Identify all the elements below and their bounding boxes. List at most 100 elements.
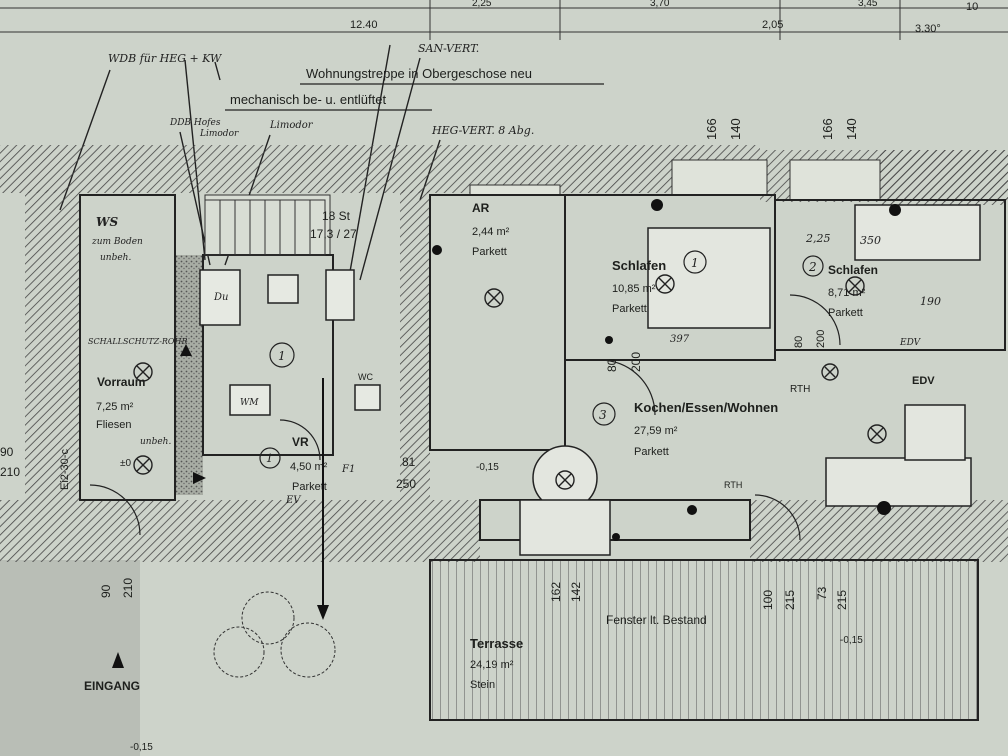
dim-73: 73 <box>815 586 829 600</box>
beds <box>647 204 981 329</box>
entrance-arrow <box>112 652 124 668</box>
level-2: ±0 <box>120 458 131 469</box>
dim-166b: 166 <box>820 118 835 140</box>
socket-dots <box>432 199 901 541</box>
bushes <box>213 591 336 678</box>
hand-edv-2: EDV <box>899 338 922 348</box>
hand-ws: WS <box>96 215 118 229</box>
hand-schallschutz: SCHALLSCHUTZ-ROHR <box>88 337 187 346</box>
room-kochen-floor: Parkett <box>634 446 669 458</box>
windows-top <box>469 159 881 201</box>
room-ar-area: 2,44 m² <box>472 226 510 238</box>
dim-top-10: 10 <box>966 1 978 13</box>
door-swings <box>89 294 841 541</box>
window-note: Fenster lt. Bestand <box>606 613 707 627</box>
level-3: -0,15 <box>840 635 863 646</box>
hand-edv: EDV <box>912 375 935 387</box>
shaft-arrow <box>317 605 329 620</box>
dim-81: 81 <box>402 455 416 469</box>
dim-162: 162 <box>549 582 563 602</box>
level-1: -0,15 <box>476 462 499 473</box>
hand-san-vert: SAN-VERT. <box>418 42 479 55</box>
room-ar-floor: Parkett <box>472 246 507 258</box>
hand-limodor-1: Limodor <box>199 129 239 139</box>
dim-top-345: 3,45 <box>858 0 878 9</box>
dim-250: 250 <box>396 477 416 491</box>
label-du: Du <box>213 292 228 303</box>
room-number-circles <box>259 250 824 469</box>
room-vorraum-name: Vorraum <box>97 375 145 389</box>
room-vr-area: 4,50 m² <box>290 461 328 473</box>
dim-ei: Ei2-30-c <box>59 449 71 490</box>
room-schlafen1-name: Schlafen <box>612 258 666 273</box>
num-schlafen1: 1 <box>691 256 699 270</box>
dim-80: 80 <box>605 358 619 372</box>
ventilation-note: mechanisch be- u. entlüftet <box>230 92 386 107</box>
stair-steps: 18 St <box>322 209 351 223</box>
dim-210-left: 210 <box>0 465 20 479</box>
dim-top-370: 3,70 <box>650 0 670 9</box>
entrance-label: EINGANG <box>84 679 140 693</box>
room-vorraum-area: 7,25 m² <box>96 401 134 413</box>
stair <box>204 199 326 256</box>
room-terrasse-name: Terrasse <box>470 636 523 651</box>
hand-limodor-2: Limodor <box>269 120 314 131</box>
dim-140b: 140 <box>844 118 859 140</box>
dim-142: 142 <box>569 582 583 602</box>
stair-dims: 17,3 / 27 <box>310 227 357 241</box>
hand-f1: F1 <box>341 464 355 475</box>
room-vorraum-floor: Fliesen <box>96 419 131 431</box>
dim-80b: 80 <box>793 336 805 348</box>
room-schlafen2-name: Schlafen <box>828 263 878 277</box>
hand-ev: EV <box>285 495 302 506</box>
room-terrasse-floor: Stein <box>470 679 495 691</box>
hand-wdb: WDB für HEG + KW <box>108 52 223 65</box>
bathroom-fixtures <box>199 269 381 416</box>
room-ar-name: AR <box>472 201 490 215</box>
room-schlafen2-area: 8,71 m² <box>828 287 866 299</box>
dim-215b: 215 <box>835 590 849 610</box>
room-schlafen1-area: 10,85 m² <box>612 283 656 295</box>
dim-top-205: 2,05 <box>762 19 783 31</box>
room-schlafen2-floor: Parkett <box>828 307 863 319</box>
dim-200: 200 <box>629 352 643 372</box>
hand-rth-2: RTH <box>724 480 742 490</box>
top-dimension-chain <box>0 0 1008 40</box>
dim-166a: 166 <box>704 118 719 140</box>
room-kochen-area: 27,59 m² <box>634 425 678 437</box>
dim-190: 190 <box>920 295 941 308</box>
room-terrasse-area: 24,19 m² <box>470 659 514 671</box>
room-vr-name: VR <box>292 435 309 449</box>
num-schlafen2: 2 <box>808 260 817 274</box>
light-fixtures <box>133 274 887 490</box>
vorraum-arrow <box>180 344 192 356</box>
living-furniture <box>519 404 972 556</box>
label-wm: WM <box>240 398 259 408</box>
num-kochen: 3 <box>599 408 607 422</box>
hand-rth: RTH <box>790 384 810 395</box>
vr-arrow <box>193 472 206 484</box>
num-vorraum: 1 <box>278 349 286 363</box>
num-vr: 1 <box>266 452 273 465</box>
room-kochen-name: Kochen/Essen/Wohnen <box>634 400 778 415</box>
stair-note: Wohnungstreppe in Obergeschose neu <box>306 66 532 81</box>
hand-heg-vert: HEG-VERT. 8 Abg. <box>431 124 534 137</box>
room-outlines <box>79 194 1006 721</box>
dim-210-bottom: 210 <box>121 578 135 598</box>
hand-ws-sub2: unbeh. <box>100 253 131 263</box>
label-wc: WC <box>358 372 373 382</box>
room-vr-floor: Parkett <box>292 481 327 493</box>
dim-225: 2,25 <box>805 232 831 245</box>
dim-215: 215 <box>783 590 797 610</box>
dim-top-330: 3.30° <box>915 23 941 35</box>
dim-90-left: 90 <box>0 445 14 459</box>
room-vorraum-unbeh: unbeh. <box>140 437 171 447</box>
room-schlafen1-floor: Parkett <box>612 303 647 315</box>
dim-top-1240: 12.40 <box>350 19 378 31</box>
level-4: -0,15 <box>130 742 153 753</box>
hand-ddb: DDB Hofes <box>169 118 221 128</box>
dim-top-225: 2,25 <box>472 0 492 9</box>
walls <box>0 145 1008 562</box>
dim-350: 350 <box>860 234 881 247</box>
